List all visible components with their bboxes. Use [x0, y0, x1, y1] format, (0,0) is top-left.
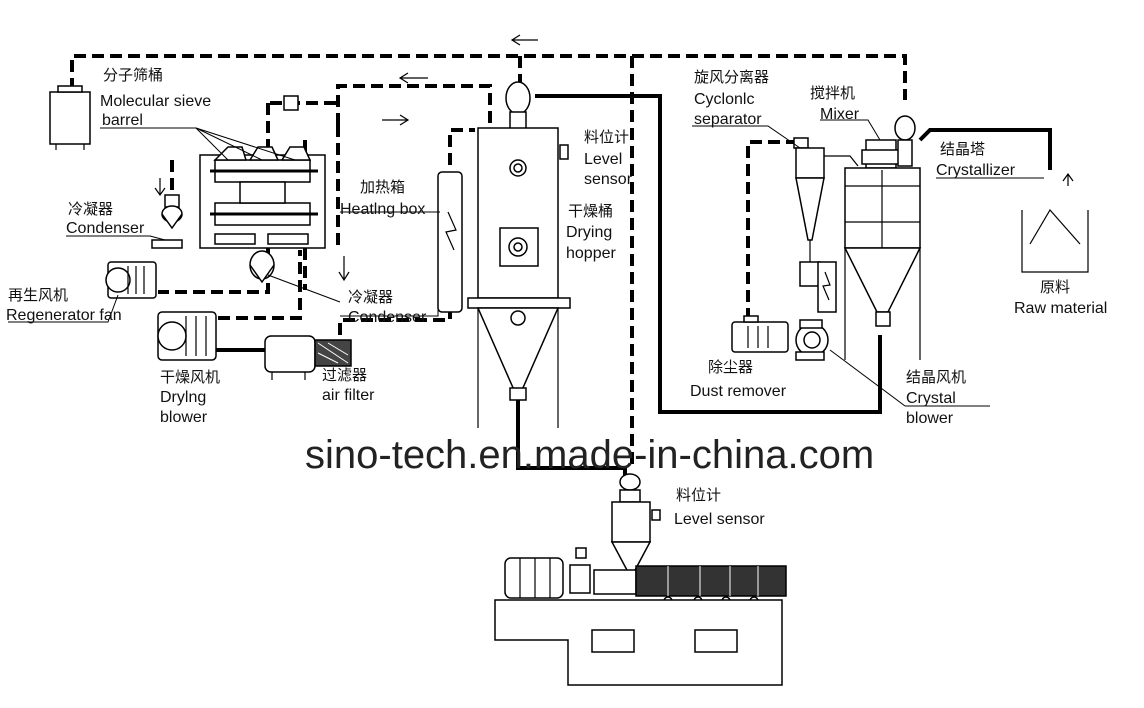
- cyclone-label-en-1: Cyclonlc: [694, 91, 754, 108]
- molecular-sieve-label-en-1: Molecular sieve: [100, 93, 211, 110]
- crystallizer-label-zh: 结晶塔: [940, 140, 985, 158]
- air-filter: [264, 335, 352, 380]
- crystal-blower: [795, 319, 829, 361]
- cyclone-label-en-2: separator: [694, 111, 762, 128]
- drying-blower-label-zh: 干燥风机: [160, 368, 220, 386]
- middle-condenser: [249, 250, 275, 284]
- crystal-blower-label-zh: 结晶风机: [906, 368, 966, 386]
- drying-blower: [157, 311, 217, 361]
- dust-remover: [731, 315, 789, 353]
- molecular-sieve-label-en-2: barrel: [102, 112, 143, 129]
- crystal-blower-label-en-1: Crystal: [906, 390, 956, 407]
- extruder: [494, 473, 787, 686]
- regenerator-label-zh: 再生风机: [8, 286, 68, 304]
- leader-lines: [8, 119, 1044, 407]
- level-bottom-label-en: Level sensor: [674, 511, 765, 528]
- air-filter-label-zh: 过滤器: [322, 366, 367, 384]
- heating-box-label-en: Heatlng box: [340, 201, 425, 218]
- drying-hopper: [467, 81, 571, 428]
- dust-remover-label-en: Dust remover: [690, 383, 787, 400]
- left-condenser: [151, 194, 183, 249]
- control-cabinet: [49, 85, 91, 150]
- flow-arrows: [154, 34, 1074, 282]
- air-filter-label-en: air filter: [322, 387, 375, 404]
- crystallizer-heater: [817, 261, 837, 313]
- labels: 分子筛桶 Molecular sieve barrel 冷凝器 Condense…: [6, 66, 1107, 528]
- drying-hopper-label-en-2: hopper: [566, 245, 616, 262]
- watermark-text: sino-tech.en.made-in-china.com: [305, 433, 874, 477]
- dust-remover-label-zh: 除尘器: [708, 358, 753, 376]
- drying-hopper-label-en-1: Drying: [566, 224, 612, 241]
- level-top-label-en-2: sensor: [584, 171, 633, 188]
- raw-material-bin: [1021, 208, 1089, 273]
- crystallizer-label-en: Crystallizer: [936, 162, 1016, 179]
- level-top-label-en-1: Level: [584, 151, 622, 168]
- mixer-label-en: Mixer: [820, 106, 860, 123]
- mixer-label-zh: 搅拌机: [810, 84, 855, 102]
- molecular-sieve-barrel: [199, 95, 326, 249]
- cyclone-label-zh: 旋风分离器: [694, 68, 769, 86]
- drying-blower-label-en-1: Drylng: [160, 389, 206, 406]
- cyclone-separator: [793, 137, 859, 287]
- raw-material-label-en: Raw material: [1014, 300, 1107, 317]
- heating-box-label-zh: 加热箱: [360, 178, 405, 196]
- heating-box: [437, 171, 463, 313]
- molecular-sieve-label-zh: 分子筛桶: [103, 66, 163, 84]
- condenser-mid-label-zh: 冷凝器: [348, 288, 393, 306]
- level-top-label-zh: 料位计: [584, 128, 629, 146]
- condenser-left-label-en: Condenser: [66, 220, 145, 237]
- raw-material-label-zh: 原料: [1040, 278, 1070, 296]
- crystal-blower-label-en-2: blower: [906, 410, 954, 427]
- drying-blower-label-en-2: blower: [160, 409, 208, 426]
- regenerator-label-en: Regenerator fan: [6, 307, 122, 324]
- crystallizer: [843, 115, 922, 360]
- condenser-left-label-zh: 冷凝器: [68, 200, 113, 218]
- condenser-mid-label-en: Condenser: [348, 309, 427, 326]
- regenerator-fan: [105, 261, 157, 299]
- level-bottom-label-zh: 料位计: [676, 486, 721, 504]
- drying-hopper-label-zh: 干燥桶: [568, 202, 613, 220]
